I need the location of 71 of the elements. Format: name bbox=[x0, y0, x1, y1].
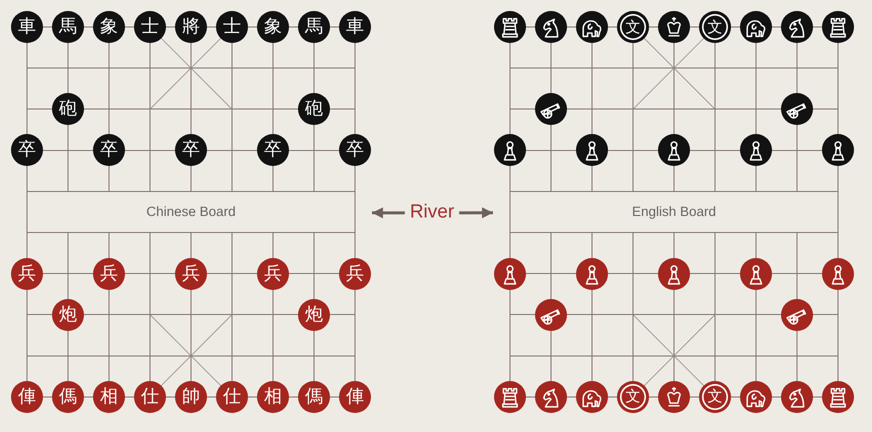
game-piece bbox=[658, 134, 690, 166]
game-piece bbox=[494, 134, 526, 166]
game-piece bbox=[535, 380, 567, 413]
game-piece: 傌 bbox=[52, 380, 84, 413]
river-label: River bbox=[410, 202, 454, 224]
game-piece bbox=[658, 11, 690, 43]
game-piece bbox=[576, 380, 608, 413]
game-piece bbox=[822, 380, 854, 413]
game-piece bbox=[822, 134, 854, 166]
game-piece: 傌 bbox=[298, 380, 330, 413]
game-piece: 卒 bbox=[93, 134, 125, 166]
game-piece bbox=[576, 11, 608, 43]
game-piece bbox=[576, 258, 608, 290]
game-piece: 俥 bbox=[339, 380, 371, 413]
game-piece: 兵 bbox=[93, 258, 125, 290]
game-piece: 車 bbox=[339, 11, 371, 43]
game-piece: 兵 bbox=[339, 258, 371, 290]
game-piece bbox=[740, 380, 772, 413]
game-piece bbox=[740, 11, 772, 43]
game-piece: 文 bbox=[699, 380, 731, 413]
game-piece: 相 bbox=[257, 380, 289, 413]
game-piece: 兵 bbox=[11, 258, 43, 290]
game-piece: 車 bbox=[11, 11, 43, 43]
game-piece bbox=[494, 380, 526, 413]
game-piece bbox=[576, 134, 608, 166]
game-piece bbox=[781, 298, 813, 331]
game-board bbox=[493, 10, 855, 414]
game-piece: 俥 bbox=[11, 380, 43, 413]
game-piece bbox=[658, 380, 690, 413]
game-piece bbox=[535, 11, 567, 43]
game-piece: 馬 bbox=[52, 11, 84, 43]
game-piece: 將 bbox=[175, 11, 207, 43]
game-piece bbox=[494, 258, 526, 290]
game-piece: 相 bbox=[93, 380, 125, 413]
arrow bbox=[372, 207, 405, 218]
game-piece bbox=[822, 258, 854, 290]
board-label: Chinese Board bbox=[146, 204, 236, 220]
arrow bbox=[459, 207, 494, 218]
game-piece bbox=[740, 258, 772, 290]
game-piece: 炮 bbox=[52, 298, 84, 331]
game-piece: 兵 bbox=[175, 258, 207, 290]
game-piece: 卒 bbox=[11, 134, 43, 166]
game-piece: 士 bbox=[134, 11, 166, 43]
game-piece: 文 bbox=[617, 11, 649, 43]
game-piece bbox=[740, 134, 772, 166]
game-piece: 文 bbox=[699, 11, 731, 43]
game-piece: 士 bbox=[216, 11, 248, 43]
game-board bbox=[10, 10, 372, 414]
game-piece bbox=[822, 11, 854, 43]
board-label: English Board bbox=[632, 204, 716, 220]
game-piece: 卒 bbox=[339, 134, 371, 166]
game-piece: 仕 bbox=[216, 380, 248, 413]
game-piece: 砲 bbox=[298, 93, 330, 126]
game-piece: 砲 bbox=[52, 93, 84, 126]
game-piece bbox=[781, 93, 813, 126]
game-piece bbox=[535, 93, 567, 126]
game-piece bbox=[658, 258, 690, 290]
game-piece bbox=[494, 11, 526, 43]
game-piece bbox=[781, 380, 813, 413]
game-piece: 帥 bbox=[175, 380, 207, 413]
game-piece: 卒 bbox=[257, 134, 289, 166]
game-piece: 卒 bbox=[175, 134, 207, 166]
game-piece: 文 bbox=[617, 380, 649, 413]
game-piece bbox=[535, 298, 567, 331]
game-piece: 炮 bbox=[298, 298, 330, 331]
game-piece: 馬 bbox=[298, 11, 330, 43]
game-piece: 象 bbox=[257, 11, 289, 43]
game-piece bbox=[781, 11, 813, 43]
game-piece: 兵 bbox=[257, 258, 289, 290]
game-piece: 仕 bbox=[134, 380, 166, 413]
game-piece: 象 bbox=[93, 11, 125, 43]
